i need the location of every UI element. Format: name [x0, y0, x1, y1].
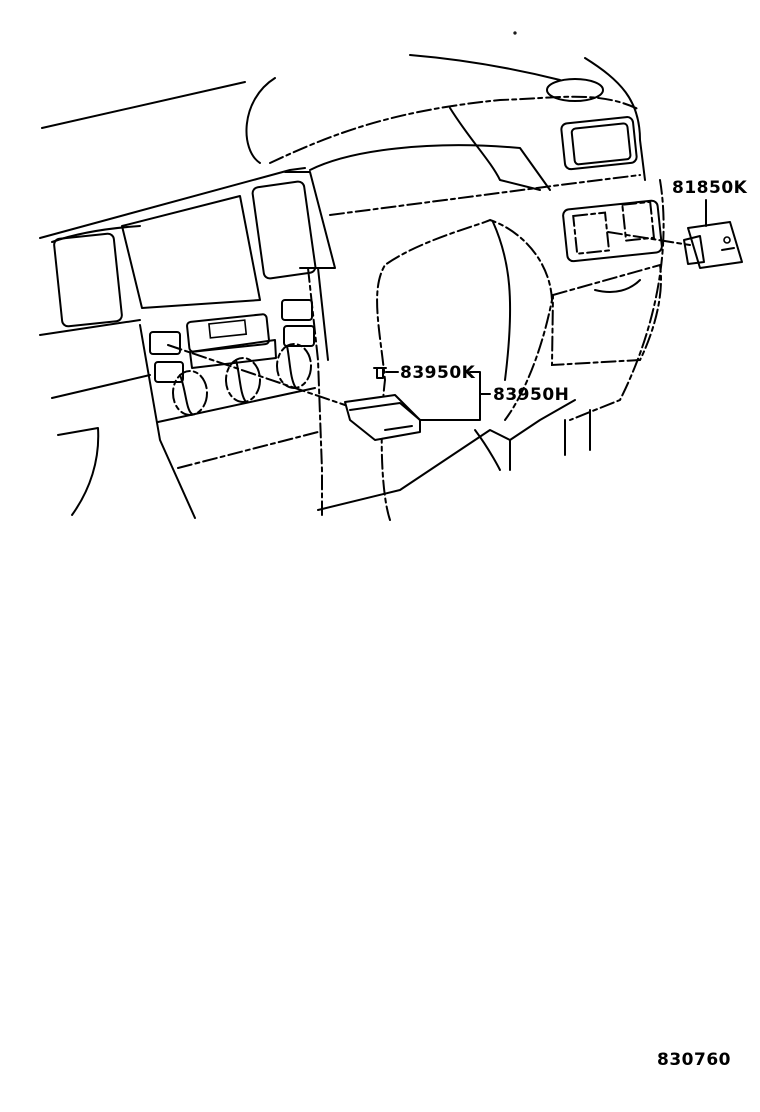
switch-81850K-connector: [683, 235, 705, 265]
clip-83950K: [373, 367, 387, 379]
center-display-bezel: [121, 195, 261, 309]
speaker-grille: [546, 78, 604, 102]
center-stack-right: [307, 267, 323, 516]
center-stack-edge: [284, 171, 336, 269]
right-vent-outer: [560, 116, 638, 171]
leader-83950H: [167, 344, 346, 406]
temp-knob: [225, 357, 261, 403]
center-top-line: [39, 167, 306, 239]
steering-column-opening: [376, 218, 554, 521]
knob-grips: [179, 345, 297, 415]
meter-hood-inner: [449, 107, 541, 191]
console-line: [177, 431, 319, 469]
left-dash-lower-2: [51, 374, 151, 399]
leader-81850K: [607, 231, 691, 246]
dash-rear-edge: [409, 54, 561, 81]
dash-upper-curve: [269, 95, 641, 164]
climate-lcd: [208, 319, 248, 339]
climate-display: [186, 313, 270, 353]
upper-right-button: [281, 299, 313, 321]
rear-defog-button: [154, 361, 184, 383]
switch-slot-right: [621, 200, 656, 242]
lower-dash-curve: [474, 429, 501, 471]
center-stack-left: [139, 324, 196, 519]
switch-bezel: [562, 199, 663, 263]
switch-81850K-indicator: [723, 236, 731, 244]
center-right-vent: [251, 180, 317, 280]
callout-label-83950K: 83950K: [400, 363, 476, 383]
switch-module-top: [349, 402, 421, 421]
climate-button-row: [189, 339, 277, 369]
switch-module-arrow: [384, 425, 413, 431]
dash-top-line: [41, 81, 246, 129]
lower-right-panel-handle: [594, 279, 641, 293]
callout-label-81850K: 81850K: [672, 178, 748, 198]
switch-81850K-button: [721, 247, 735, 251]
dash-mid-line: [329, 174, 641, 216]
lower-dash-verticals: [509, 409, 591, 471]
dash-right-edge: [584, 57, 646, 181]
lower-right-panel: [550, 263, 662, 367]
callout-label-83950H: 83950H: [493, 385, 570, 405]
switch-slot-left: [572, 211, 611, 255]
left-vent: [53, 232, 123, 328]
lower-dash-line: [317, 399, 576, 511]
callout-bracket: [419, 371, 481, 421]
windshield-arc: [245, 77, 276, 164]
switch-module-83950H: [344, 394, 421, 441]
lower-right-button: [283, 325, 315, 347]
left-knee-panel: [57, 427, 100, 516]
steering-column-line: [492, 221, 512, 381]
dash-right-lower-edge: [569, 179, 665, 421]
meter-hood: [309, 144, 551, 191]
speck: [513, 31, 517, 35]
fan-knob: [172, 370, 208, 416]
center-stack-right-2: [317, 267, 329, 361]
figure-number: 830760: [657, 1050, 731, 1070]
switch-81850K: [687, 221, 743, 269]
right-vent-inner: [570, 122, 632, 166]
hazard-button: [149, 331, 181, 355]
center-stack-bottom: [157, 387, 316, 423]
left-dash-lower: [39, 319, 141, 336]
